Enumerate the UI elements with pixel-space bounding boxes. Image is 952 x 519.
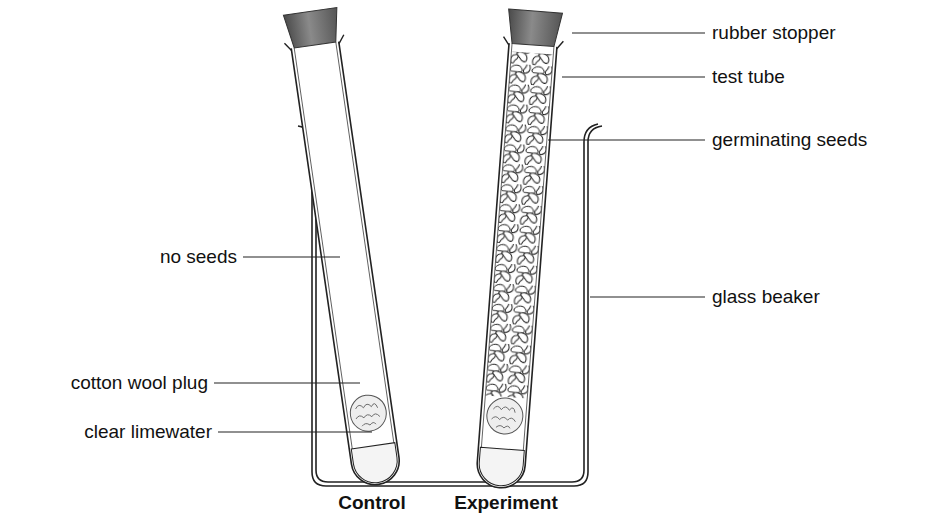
part-label: glass beaker xyxy=(712,286,820,308)
part-label: cotton wool plug xyxy=(71,372,208,394)
part-label: rubber stopper xyxy=(712,22,836,44)
rubber-stopper xyxy=(506,9,562,47)
part-label: no seeds xyxy=(160,246,237,268)
part-label: germinating seeds xyxy=(712,129,867,151)
part-label: clear limewater xyxy=(84,421,212,443)
germinating-seeds xyxy=(485,51,553,398)
part-label: test tube xyxy=(712,66,785,88)
condition-label: Experiment xyxy=(454,492,557,514)
experiment-tube xyxy=(469,9,565,490)
cotton-wool xyxy=(486,397,525,436)
leader-lines xyxy=(214,33,705,432)
control-tube xyxy=(280,7,408,489)
condition-label: Control xyxy=(338,492,406,514)
rubber-stopper xyxy=(283,7,341,48)
cotton-wool xyxy=(348,393,389,434)
